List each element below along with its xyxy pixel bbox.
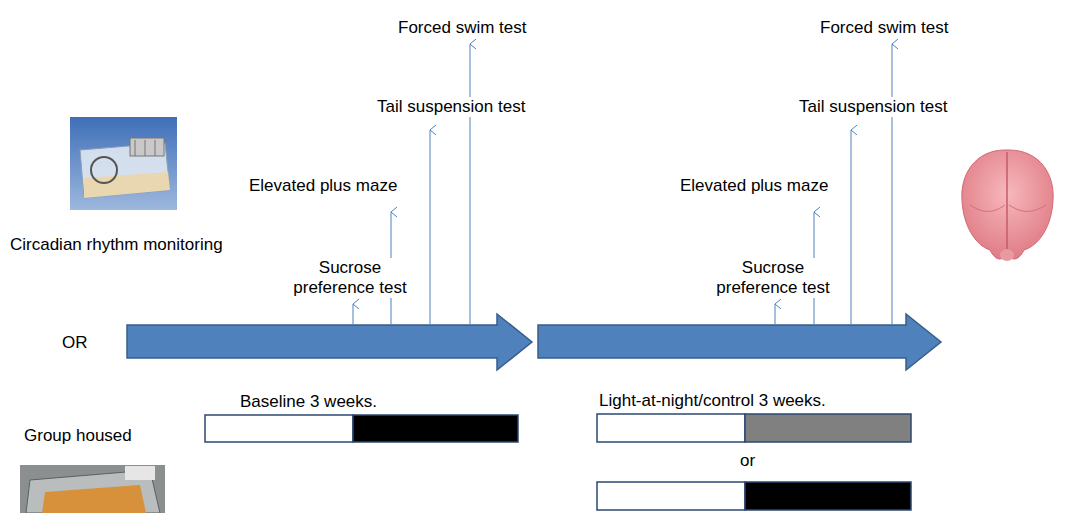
timeline-arrow: [127, 314, 532, 370]
phase-label: Light-at-night/control 3 weeks.: [597, 391, 828, 411]
housing-label: Group housed: [22, 426, 134, 446]
test-label: Elevated plus maze: [247, 176, 399, 196]
test-label: Tail suspension test: [375, 97, 527, 117]
housing-label: Circadian rhythm monitoring: [8, 235, 225, 255]
or-label: or: [738, 451, 757, 471]
test-label: Tail suspension test: [797, 97, 949, 117]
light-dark-bars: [205, 414, 911, 510]
test-label: Elevated plus maze: [678, 176, 830, 196]
phase-label: Baseline 3 weeks.: [238, 392, 379, 412]
group-cage-photo: [20, 465, 165, 513]
brain-photo: [962, 150, 1053, 261]
test-label: Forced swim test: [396, 18, 528, 38]
test-label: Sucrose preference test: [706, 258, 840, 298]
test-label: Sucrose preference test: [283, 258, 417, 298]
or-label: OR: [60, 333, 90, 353]
test-label: Forced swim test: [818, 18, 950, 38]
test-arrows: [353, 44, 892, 324]
timeline-arrow: [538, 314, 941, 370]
cage-photo: [70, 117, 177, 210]
